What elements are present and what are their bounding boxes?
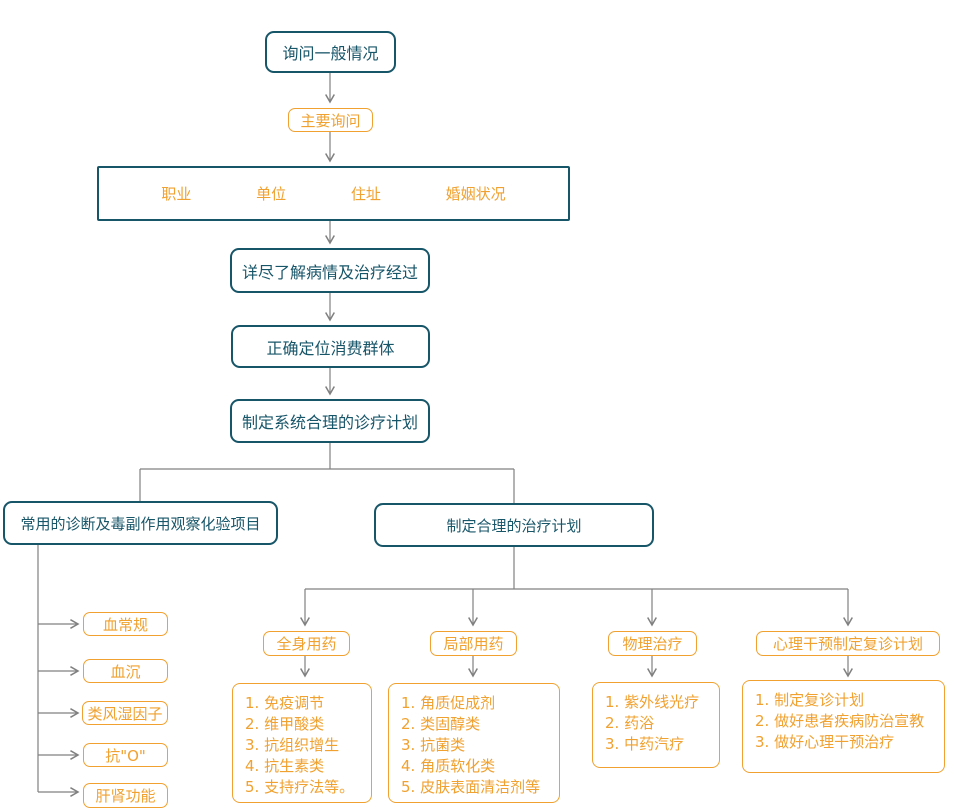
- list-item: 5. 皮肤表面清洁剂等: [401, 778, 541, 796]
- list-item: 3. 抗组织增生: [245, 736, 340, 754]
- list-item: 5. 支持疗法等。: [245, 778, 355, 796]
- category-topical-medication: 局部用药: [430, 631, 517, 656]
- list-item: 1. 角质促成剂: [401, 694, 496, 712]
- node-understand-history: 详尽了解病情及治疗经过: [230, 248, 430, 293]
- category-psych-followup: 心理干预制定复诊计划: [756, 631, 940, 656]
- info-label-occupation: 职业: [161, 185, 192, 203]
- test-box-esr: 血沉: [83, 659, 168, 683]
- list-item: 3. 中药汽疗: [605, 735, 685, 753]
- category-systemic-medication: 全身用药: [263, 631, 350, 656]
- category-physiotherapy: 物理治疗: [608, 631, 697, 656]
- list-item: 4. 角质软化类: [401, 757, 496, 775]
- list-item: 2. 类固醇类: [401, 715, 481, 733]
- list-item: 2. 药浴: [605, 714, 655, 732]
- list-item: 3. 抗菌类: [401, 736, 466, 754]
- list-item: 2. 维甲酸类: [245, 715, 325, 733]
- test-box-anti-o: 抗"O": [83, 743, 168, 767]
- node-make-diagnosis-plan: 制定系统合理的诊疗计划: [230, 399, 430, 443]
- list-item: 2. 做好患者疾病防治宣教: [755, 712, 925, 730]
- test-box-blood-routine: 血常规: [83, 612, 168, 636]
- info-label-address: 住址: [350, 185, 381, 203]
- info-label-workunit: 单位: [256, 185, 287, 203]
- node-basic-info: 职业 单位 住址 婚姻状况: [97, 166, 570, 221]
- list-item: 1. 紫外线光疗: [605, 693, 700, 711]
- node-target-consumers: 正确定位消费群体: [231, 325, 430, 368]
- list-item: 1. 免疫调节: [245, 694, 325, 712]
- info-label-marital-status: 婚姻状况: [445, 185, 506, 203]
- list-physiotherapy: 1. 紫外线光疗 2. 药浴 3. 中药汽疗: [592, 682, 720, 768]
- list-systemic-medication: 1. 免疫调节 2. 维甲酸类 3. 抗组织增生 4. 抗生素类 5. 支持疗法…: [232, 683, 372, 803]
- test-box-liver-kidney-function: 肝肾功能: [83, 783, 168, 808]
- node-ask-general: 询问一般情况: [265, 31, 396, 73]
- list-item: 4. 抗生素类: [245, 757, 325, 775]
- node-main-inquiry: 主要询问: [288, 108, 373, 132]
- node-treatment-plan-title: 制定合理的治疗计划: [374, 503, 654, 547]
- list-psych-followup: 1. 制定复诊计划 2. 做好患者疾病防治宣教 3. 做好心理干预治疗: [742, 680, 945, 773]
- list-item: 3. 做好心理干预治疗: [755, 733, 895, 751]
- test-box-rheumatoid-factor: 类风湿因子: [82, 701, 168, 725]
- list-topical-medication: 1. 角质促成剂 2. 类固醇类 3. 抗菌类 4. 角质软化类 5. 皮肤表面…: [388, 683, 560, 803]
- list-item: 1. 制定复诊计划: [755, 691, 865, 709]
- node-lab-tests-title: 常用的诊断及毒副作用观察化验项目: [3, 501, 278, 545]
